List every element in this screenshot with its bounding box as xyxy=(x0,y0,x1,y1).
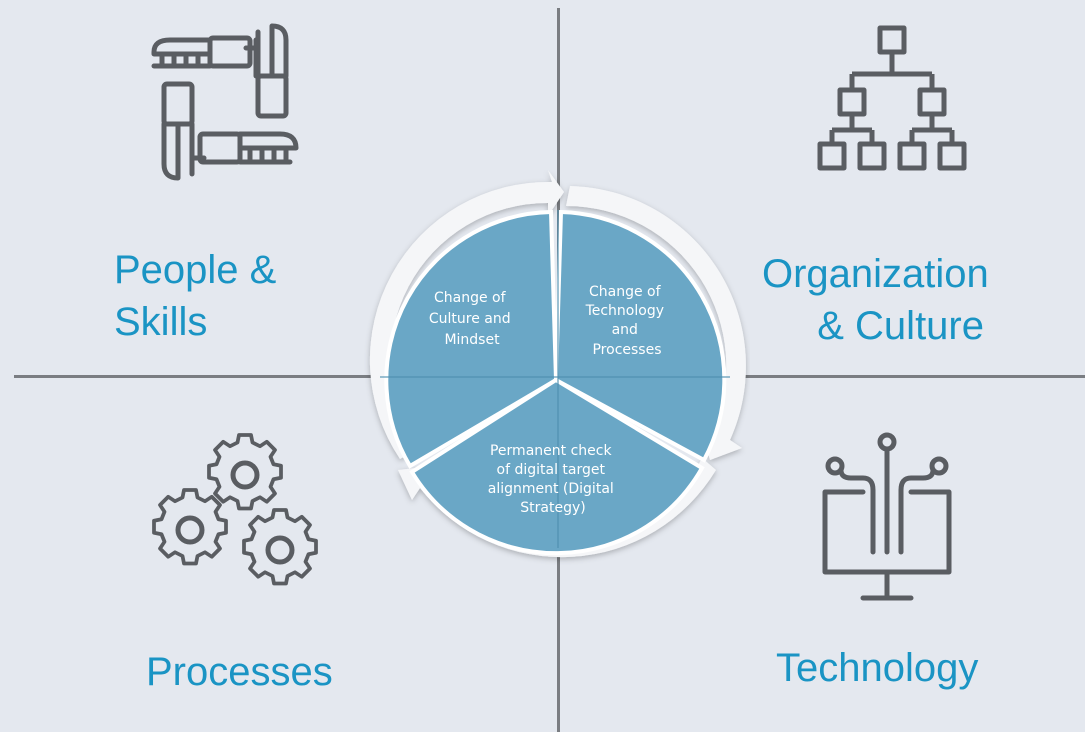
segment-technology-text: Change of Technology and Processes xyxy=(585,284,669,358)
organization-culture-label: Organization & Culture xyxy=(762,248,989,352)
segment-strategy-line: Permanent check xyxy=(490,443,612,459)
segment-culture-line: Change of xyxy=(434,290,507,306)
segment-strategy-line: of digital target xyxy=(497,462,606,478)
processes-label: Processes xyxy=(146,646,333,698)
organization-culture-line1: Organization xyxy=(762,252,989,296)
hands-teamwork-icon xyxy=(151,23,299,181)
segment-technology-line: Change of xyxy=(589,284,662,300)
segment-technology-line: and xyxy=(612,322,638,338)
segment-strategy-line: alignment (Digital xyxy=(488,481,614,497)
segment-culture-line: Culture and xyxy=(429,311,511,327)
cycle-arrow-1 xyxy=(369,170,564,459)
technology-label-text: Technology xyxy=(776,646,979,690)
processes-label-text: Processes xyxy=(146,650,333,694)
segment-technology-line: Processes xyxy=(592,342,661,358)
technology-label: Technology xyxy=(776,642,978,694)
segment-culture-text: Change of Culture and Mindset xyxy=(429,290,515,348)
people-skills-line1: People & xyxy=(114,248,277,292)
people-skills-line2: Skills xyxy=(114,300,208,344)
cycle-diagram: Change of Culture and Mindset Change of … xyxy=(369,170,746,558)
segment-technology xyxy=(553,209,727,463)
segment-culture-line: Mindset xyxy=(444,332,500,348)
gears-icon xyxy=(152,433,318,586)
people-skills-label: People & Skills xyxy=(114,244,276,348)
cycle-arrow-2 xyxy=(566,186,746,460)
segment-culture xyxy=(384,209,559,469)
circuit-monitor-icon xyxy=(822,432,952,601)
organization-culture-line2: & Culture xyxy=(817,304,984,348)
org-chart-icon xyxy=(817,25,967,171)
segment-strategy-text: Permanent check of digital target alignm… xyxy=(488,443,619,516)
segment-technology-line: Technology xyxy=(585,303,664,319)
segment-strategy-line: Strategy) xyxy=(520,500,585,516)
